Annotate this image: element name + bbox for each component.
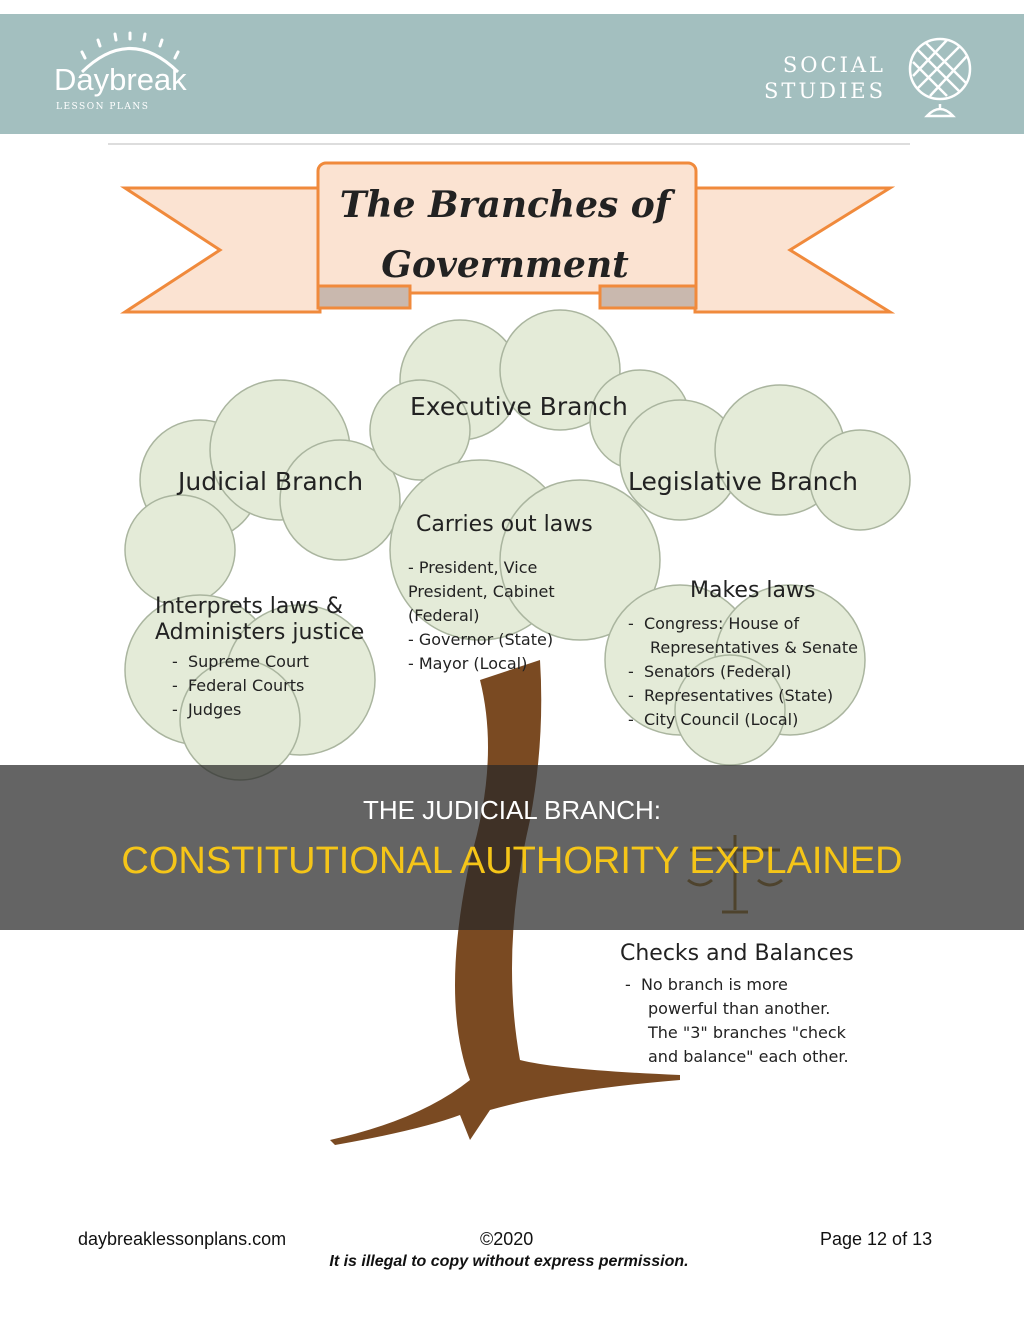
list-item: - Governor (State) (408, 630, 554, 649)
overlay-title: THE JUDICIAL BRANCH: (362, 795, 662, 825)
subject-line1: SOCIAL (782, 53, 886, 77)
list-item: - Representatives (State) (628, 686, 834, 705)
title-banner (120, 161, 895, 314)
list-item: - City Council (Local) (628, 710, 799, 729)
checks-line: powerful than another. (648, 999, 831, 1018)
footer-notice: It is illegal to copy without express pe… (329, 1253, 689, 1270)
checks-line: The "3" branches "check (648, 1023, 846, 1042)
list-item: - Congress: House of (628, 614, 800, 633)
legislative-title: Legislative Branch (628, 467, 859, 496)
legislative-role: Makes laws (690, 578, 816, 603)
subject-line2: STUDIES (764, 79, 886, 103)
footer-copyright: ©2020 (480, 1229, 534, 1249)
list-item: - Judges (172, 700, 242, 719)
banner-title-line2: Government (381, 244, 629, 286)
checks-line: - No branch is more (625, 975, 788, 994)
foliage-clouds (124, 309, 911, 781)
tree-illustration (124, 309, 911, 1145)
executive-role: Carries out laws (416, 512, 593, 537)
list-item: - Senators (Federal) (628, 662, 792, 681)
legislative-list: - Congress: House of Representatives & S… (628, 612, 858, 732)
banner-title: The Branches of Government (330, 175, 680, 295)
banner-title-line1: The Branches of (339, 184, 671, 226)
executive-title: Executive Branch (410, 392, 628, 421)
globe-icon (908, 37, 972, 118)
list-item: - Federal Courts (172, 676, 305, 695)
judicial-role-2: Administers justice (155, 620, 365, 645)
logo-subtitle: LESSON PLANS (56, 102, 150, 112)
footer-site: daybreaklessonplans.com (78, 1229, 287, 1249)
logo: Daybreak (54, 62, 187, 97)
checks-line: and balance" each other. (648, 1047, 849, 1066)
executive-list: - President, Vice President, Cabinet (Fe… (408, 556, 613, 676)
sunrise-icon (80, 31, 180, 74)
judicial-role-1: Interprets laws & (155, 594, 343, 619)
checks-title: Checks and Balances (620, 941, 854, 966)
checks-text: - No branch is more powerful than anothe… (625, 973, 849, 1069)
divider (108, 143, 910, 145)
title-overlay (0, 765, 1024, 930)
list-item: - Supreme Court (172, 652, 309, 671)
header-band (0, 14, 1024, 134)
judicial-title: Judicial Branch (178, 467, 364, 496)
footer-page: Page 12 of 13 (820, 1229, 933, 1249)
judicial-list: - Supreme Court - Federal Courts - Judge… (172, 650, 309, 722)
list-item: - Mayor (Local) (408, 654, 528, 673)
list-item: Representatives & Senate (650, 638, 858, 657)
list-item: - President, Vice President, Cabinet (Fe… (408, 558, 555, 625)
overlay-subtitle: CONSTITUTIONAL AUTHORITY EXPLAINED (121, 840, 903, 882)
